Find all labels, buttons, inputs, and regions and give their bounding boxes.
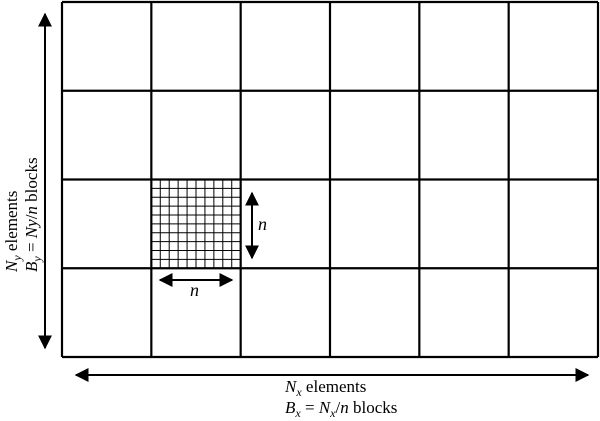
fine-grid: [151, 179, 241, 269]
y-elements-label: Ny elements: [2, 191, 24, 273]
block-height-label: n: [258, 214, 267, 234]
x-blocks-label: Bx = Nx/n blocks: [285, 398, 397, 420]
block-width-label: n: [190, 280, 199, 300]
block-grid: [60, 0, 600, 359]
y-blocks-label: By = Ny/n blocks: [22, 157, 44, 272]
x-elements-label: Nx elements: [284, 377, 366, 399]
